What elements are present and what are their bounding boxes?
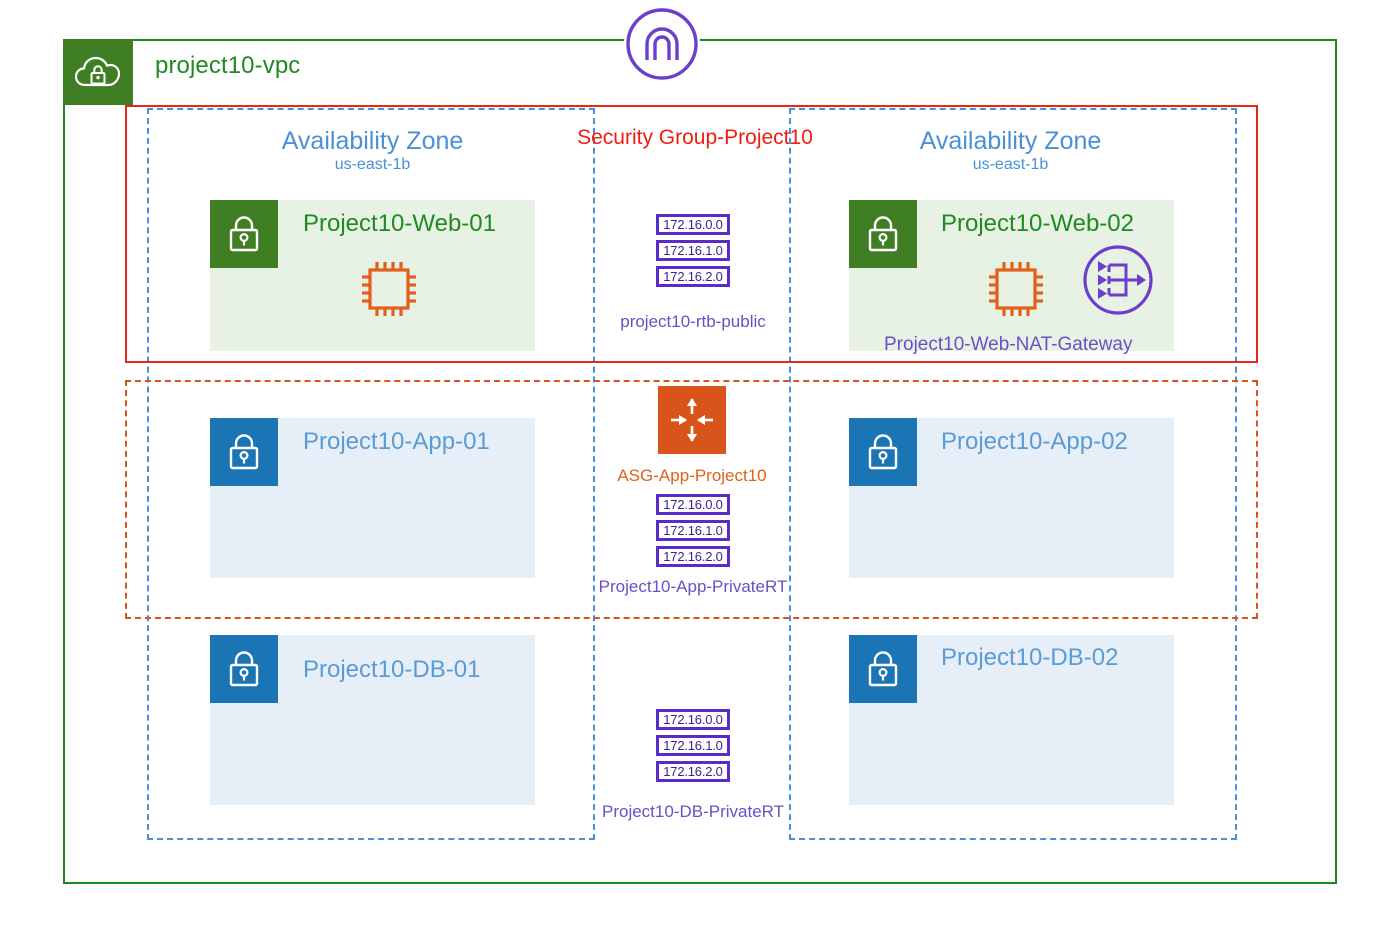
node-label-web-01: Project10-Web-01 bbox=[303, 210, 496, 237]
cidr-entry: 172.16.2.0 bbox=[656, 761, 730, 782]
autoscaling-group-boundary bbox=[125, 380, 1258, 619]
az-left-name: Availability Zone bbox=[281, 127, 464, 155]
node-label-db-01: Project10-DB-01 bbox=[303, 656, 481, 683]
node-label-web-02: Project10-Web-02 bbox=[941, 210, 1134, 237]
route-table-db-private-label: Project10-DB-PrivateRT bbox=[601, 802, 785, 821]
cidr-entry: 172.16.2.0 bbox=[656, 546, 730, 567]
public-subnet-lock-icon bbox=[849, 200, 917, 268]
cidr-entry: 172.16.1.0 bbox=[656, 240, 730, 261]
nat-gateway-icon bbox=[1081, 243, 1155, 317]
subnet-app-01 bbox=[210, 418, 535, 578]
subnet-app-02 bbox=[849, 418, 1174, 578]
cidr-entry: 172.16.1.0 bbox=[656, 520, 730, 541]
ec2-instance-icon-web-01 bbox=[355, 255, 423, 323]
availability-zone-right-boundary bbox=[789, 108, 1237, 840]
security-group-boundary bbox=[125, 105, 1258, 363]
subnet-web-02 bbox=[849, 200, 1174, 351]
cidr-entry: 172.16.0.0 bbox=[656, 214, 730, 235]
ec2-instance-icon-web-02 bbox=[982, 255, 1050, 323]
private-subnet-lock-icon bbox=[210, 635, 278, 703]
availability-zone-left-title: Availability Zone us-east-1b bbox=[210, 127, 535, 176]
az-right-name: Availability Zone bbox=[919, 127, 1102, 155]
availability-zone-left-boundary bbox=[147, 108, 595, 840]
route-table-app-private: 172.16.0.0 172.16.1.0 172.16.2.0 bbox=[656, 494, 730, 572]
cidr-entry: 172.16.0.0 bbox=[656, 709, 730, 730]
az-right-region: us-east-1b bbox=[972, 156, 1049, 173]
node-label-db-02: Project10-DB-02 bbox=[941, 644, 1119, 671]
route-table-app-private-label: Project10-App-PrivateRT bbox=[598, 577, 788, 596]
autoscaling-group-icon bbox=[658, 386, 726, 454]
subnet-db-01 bbox=[210, 635, 535, 805]
cidr-entry: 172.16.2.0 bbox=[656, 266, 730, 287]
subnet-db-02 bbox=[849, 635, 1174, 805]
cidr-entry: 172.16.1.0 bbox=[656, 735, 730, 756]
route-table-public-label: project10-rtb-public bbox=[620, 312, 766, 331]
route-table-public: 172.16.0.0 172.16.1.0 172.16.2.0 bbox=[656, 214, 730, 292]
public-subnet-lock-icon bbox=[210, 200, 278, 268]
internet-gateway-icon bbox=[624, 6, 700, 82]
private-subnet-lock-icon bbox=[849, 418, 917, 486]
private-subnet-lock-icon bbox=[210, 418, 278, 486]
subnet-web-01 bbox=[210, 200, 535, 351]
az-left-region: us-east-1b bbox=[334, 156, 411, 173]
private-subnet-lock-icon bbox=[849, 635, 917, 703]
cidr-entry: 172.16.0.0 bbox=[656, 494, 730, 515]
nat-gateway-label: Project10-Web-NAT-Gateway bbox=[884, 334, 1133, 355]
node-label-app-01: Project10-App-01 bbox=[303, 428, 490, 455]
security-group-label: Security Group-Project10 bbox=[577, 126, 813, 149]
node-label-app-02: Project10-App-02 bbox=[941, 428, 1128, 455]
vpc-title: project10-vpc bbox=[155, 52, 301, 79]
availability-zone-right-title: Availability Zone us-east-1b bbox=[848, 127, 1173, 176]
route-table-db-private: 172.16.0.0 172.16.1.0 172.16.2.0 bbox=[656, 709, 730, 787]
vpc-cloud-lock-icon bbox=[63, 39, 133, 105]
autoscaling-group-label: ASG-App-Project10 bbox=[617, 466, 767, 485]
